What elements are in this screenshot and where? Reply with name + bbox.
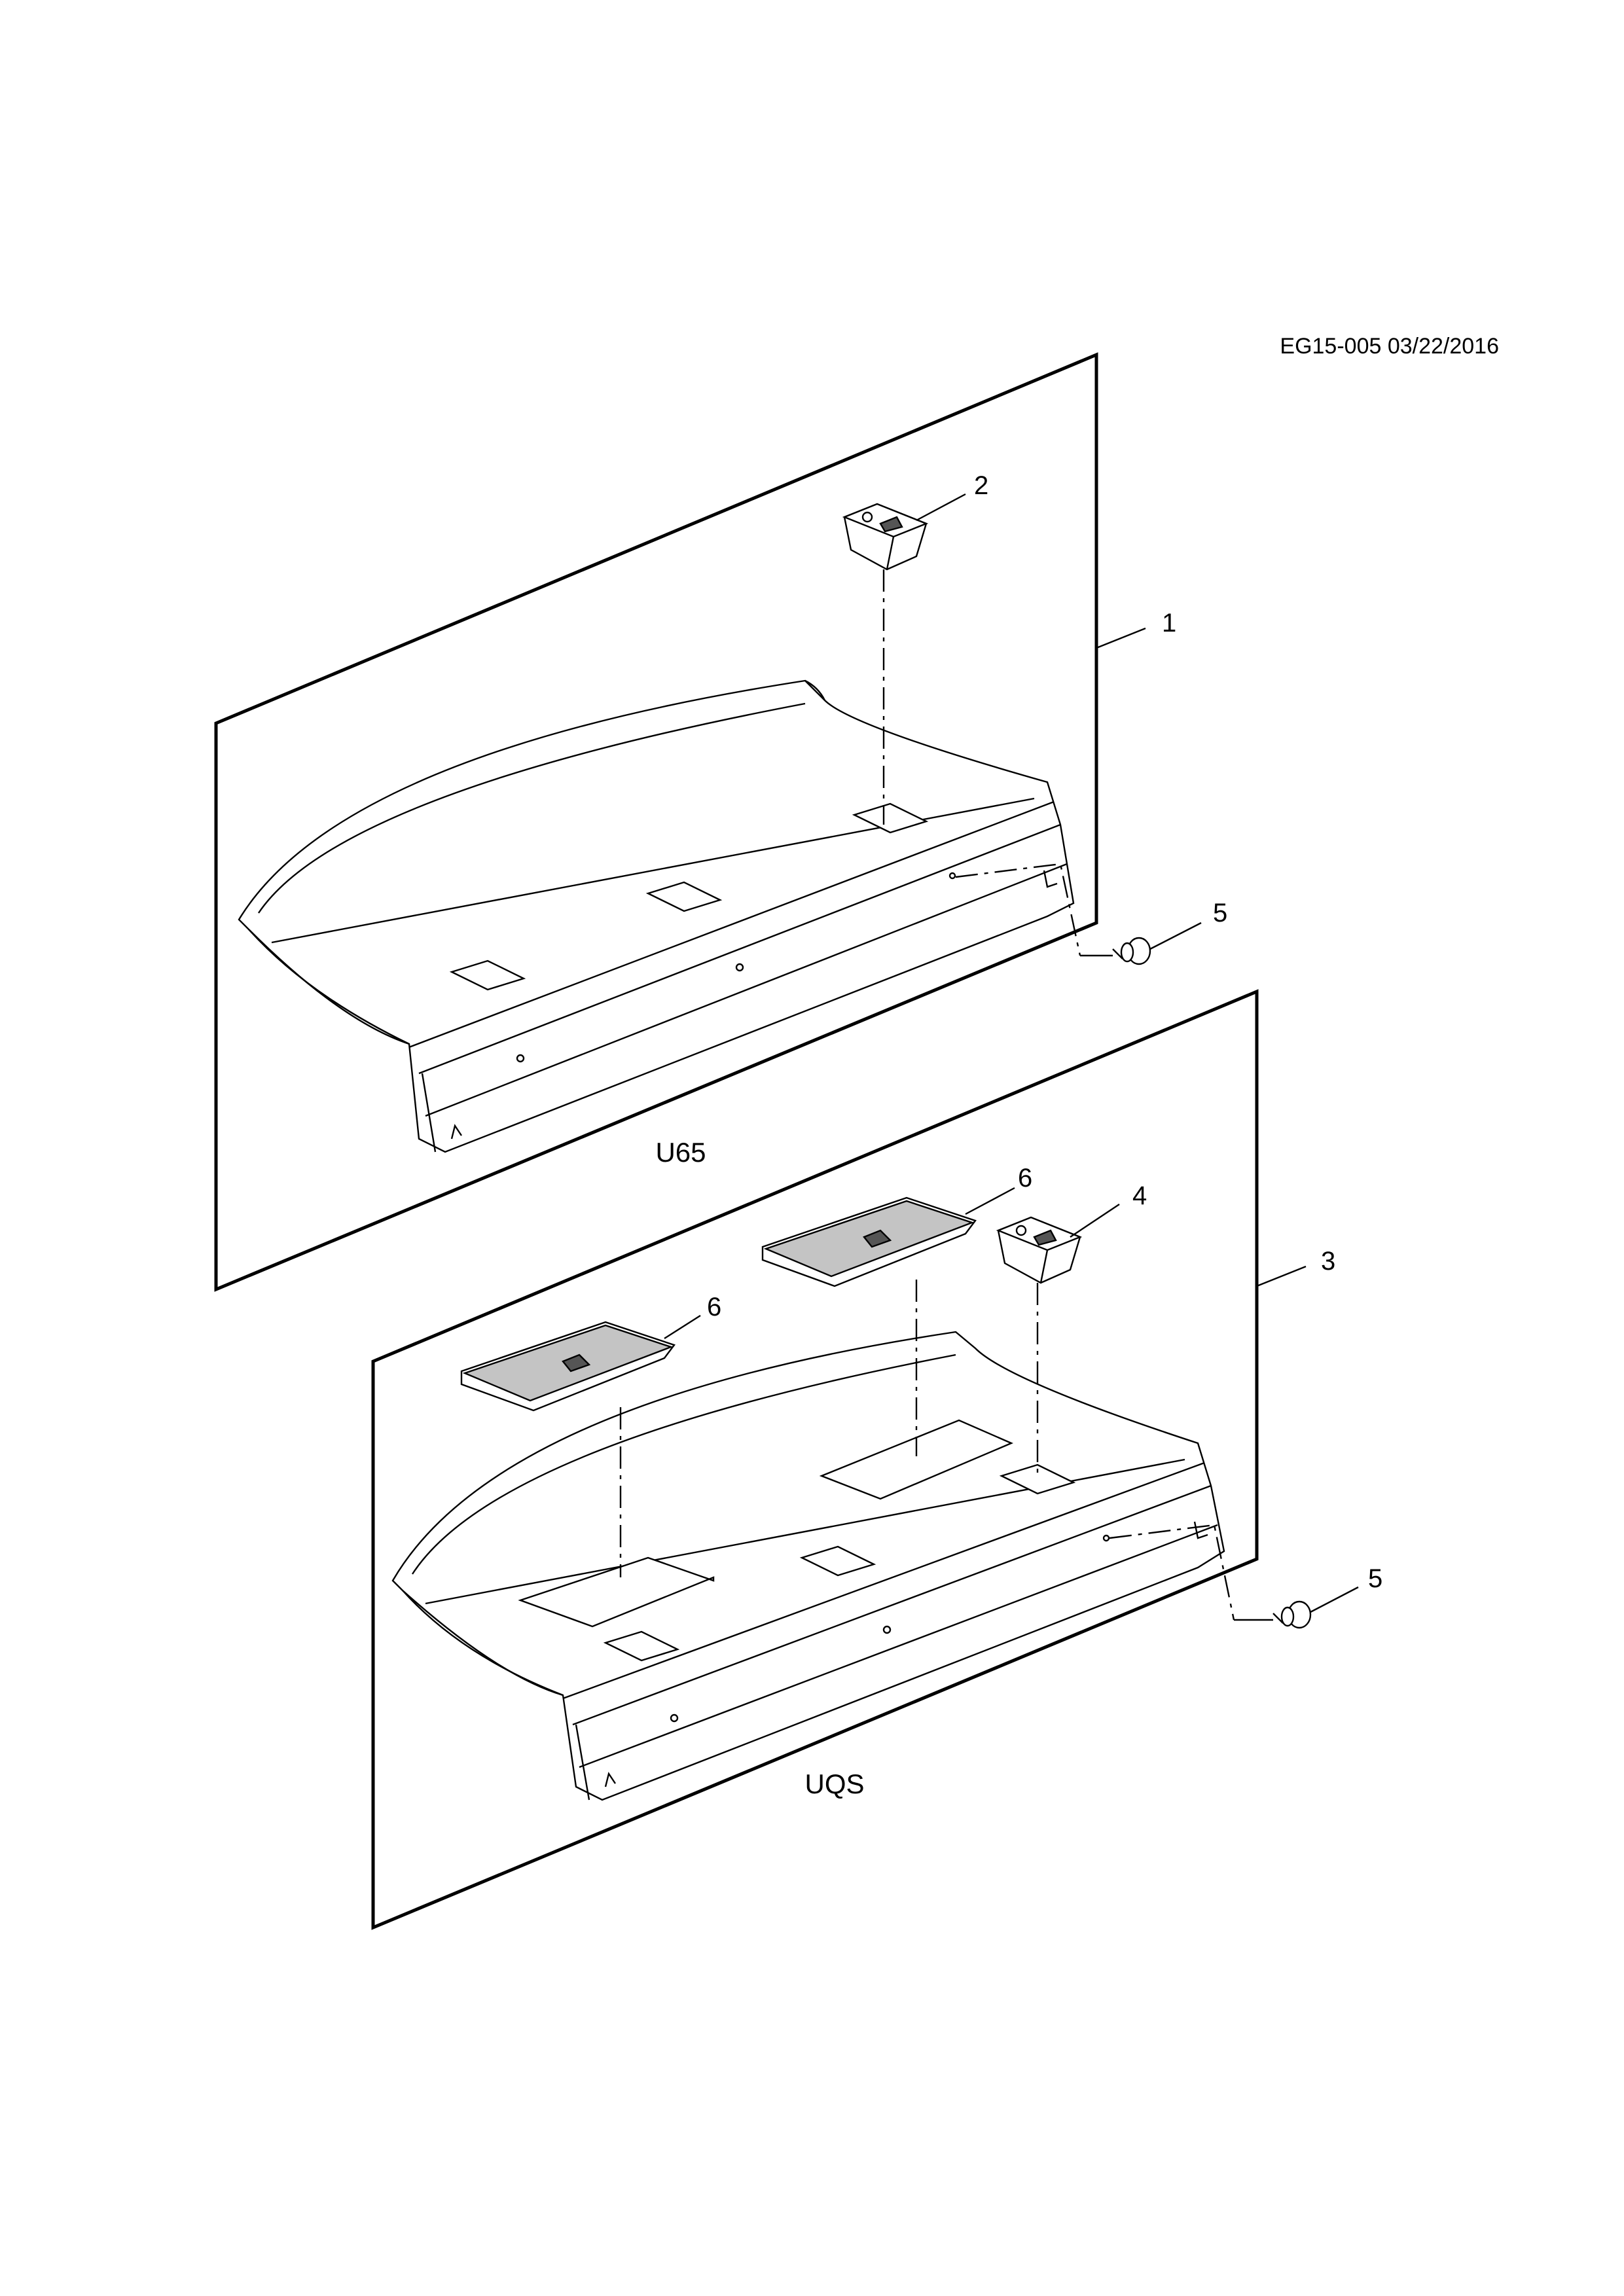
recess-uqs-right xyxy=(819,1419,1014,1500)
rear-shelf-trim-uqs xyxy=(391,1331,1225,1801)
opening-u65-center xyxy=(645,881,723,912)
callout-label-6-left: 6 xyxy=(707,1293,721,1321)
callout-2: 2 xyxy=(916,471,988,522)
callout-label-4: 4 xyxy=(1132,1181,1147,1210)
doc-reference: EG15-005 03/22/2016 xyxy=(1280,334,1499,359)
callout-5-lower: 5 xyxy=(1310,1564,1382,1613)
callout-label-5-lower: 5 xyxy=(1368,1564,1382,1593)
opening-uqs-right xyxy=(999,1463,1076,1495)
bezel-part-2 xyxy=(842,503,929,571)
fastener-part-5-upper xyxy=(955,863,1151,965)
recess-uqs-left xyxy=(518,1556,715,1628)
callout-label-5-upper: 5 xyxy=(1213,899,1227,927)
callout-6-center: 6 xyxy=(965,1164,1032,1215)
bezel-part-4 xyxy=(996,1216,1083,1284)
callout-label-1: 1 xyxy=(1162,609,1176,637)
callout-1: 1 xyxy=(1096,609,1176,649)
callout-label-3: 3 xyxy=(1321,1247,1335,1276)
rear-shelf-trim-u65 xyxy=(238,679,1075,1153)
opening-u65-right xyxy=(852,802,929,834)
option-code-u65: U65 xyxy=(655,1137,706,1168)
callout-4: 4 xyxy=(1070,1181,1147,1238)
panel-uqs: UQS xyxy=(371,989,1312,1930)
callout-5-upper: 5 xyxy=(1149,899,1227,950)
callout-label-2: 2 xyxy=(974,471,988,500)
panel-u65-frame xyxy=(214,352,1098,1292)
callout-6-left: 6 xyxy=(664,1293,721,1340)
fastener-part-5-lower xyxy=(1109,1524,1312,1629)
opening-uqs-center xyxy=(799,1545,876,1577)
opening-uqs-left xyxy=(603,1630,680,1662)
panel-uqs-frame xyxy=(371,989,1259,1930)
option-code-uqs: UQS xyxy=(804,1768,864,1799)
speaker-grille-part-6-left xyxy=(460,1321,676,1412)
callout-label-6-center: 6 xyxy=(1018,1164,1032,1193)
speaker-grille-part-6-center xyxy=(761,1196,977,1287)
panel-u65: U65 xyxy=(214,352,1151,1292)
callout-3: 3 xyxy=(1256,1247,1335,1287)
opening-u65-left xyxy=(449,960,526,991)
